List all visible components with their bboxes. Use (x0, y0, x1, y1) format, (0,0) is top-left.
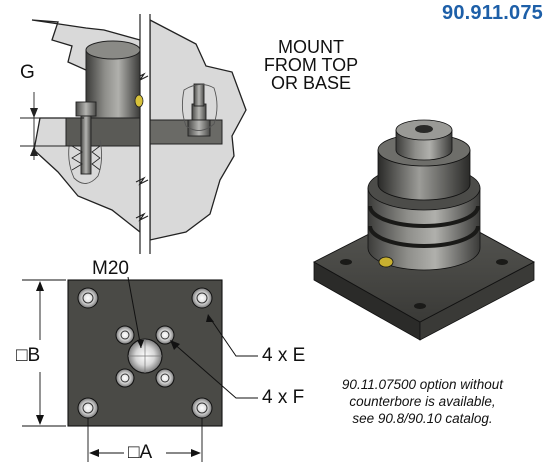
break-mark (135, 176, 149, 186)
top-mount-bolt (68, 101, 103, 184)
g-dimension (20, 92, 84, 160)
mount-note-line: MOUNT (278, 37, 344, 57)
a-dimension (87, 418, 203, 462)
mount-note: MOUNT FROM TOP OR BASE (248, 38, 374, 92)
port-dot (378, 256, 394, 268)
isometric-cylinder (313, 119, 535, 341)
footnote-line: see 90.8/90.10 catalog. (352, 411, 493, 426)
footnote-line: counterbore is available, (349, 394, 496, 409)
g-label: G (20, 62, 35, 83)
section-gap (140, 14, 150, 254)
corner-holes (77, 287, 213, 419)
m20-label: M20 (92, 258, 129, 279)
footnote: 90.11.07500 option without counterbore i… (300, 376, 545, 427)
part-number: 90.911.075 (442, 2, 543, 24)
section-plate (65, 117, 151, 147)
f-label: 4 x F (262, 387, 305, 408)
a-label: □A (128, 442, 153, 463)
b-dimension (22, 279, 66, 427)
alignment-dot (134, 94, 144, 108)
cylinder-top (85, 40, 141, 60)
base-mount-bolt (181, 83, 218, 137)
mount-note-line: FROM TOP (263, 55, 359, 75)
cylinder-body (85, 49, 141, 119)
section-view (20, 14, 247, 254)
top-view (22, 276, 258, 462)
inner-holes (115, 325, 175, 388)
b-label: □B (16, 345, 41, 366)
e-label: 4 x E (262, 345, 306, 366)
break-mark (135, 212, 149, 222)
section-plate-right (149, 119, 223, 145)
footnote-line: 90.11.07500 option without (341, 377, 504, 392)
mount-note-line: OR BASE (270, 73, 352, 93)
